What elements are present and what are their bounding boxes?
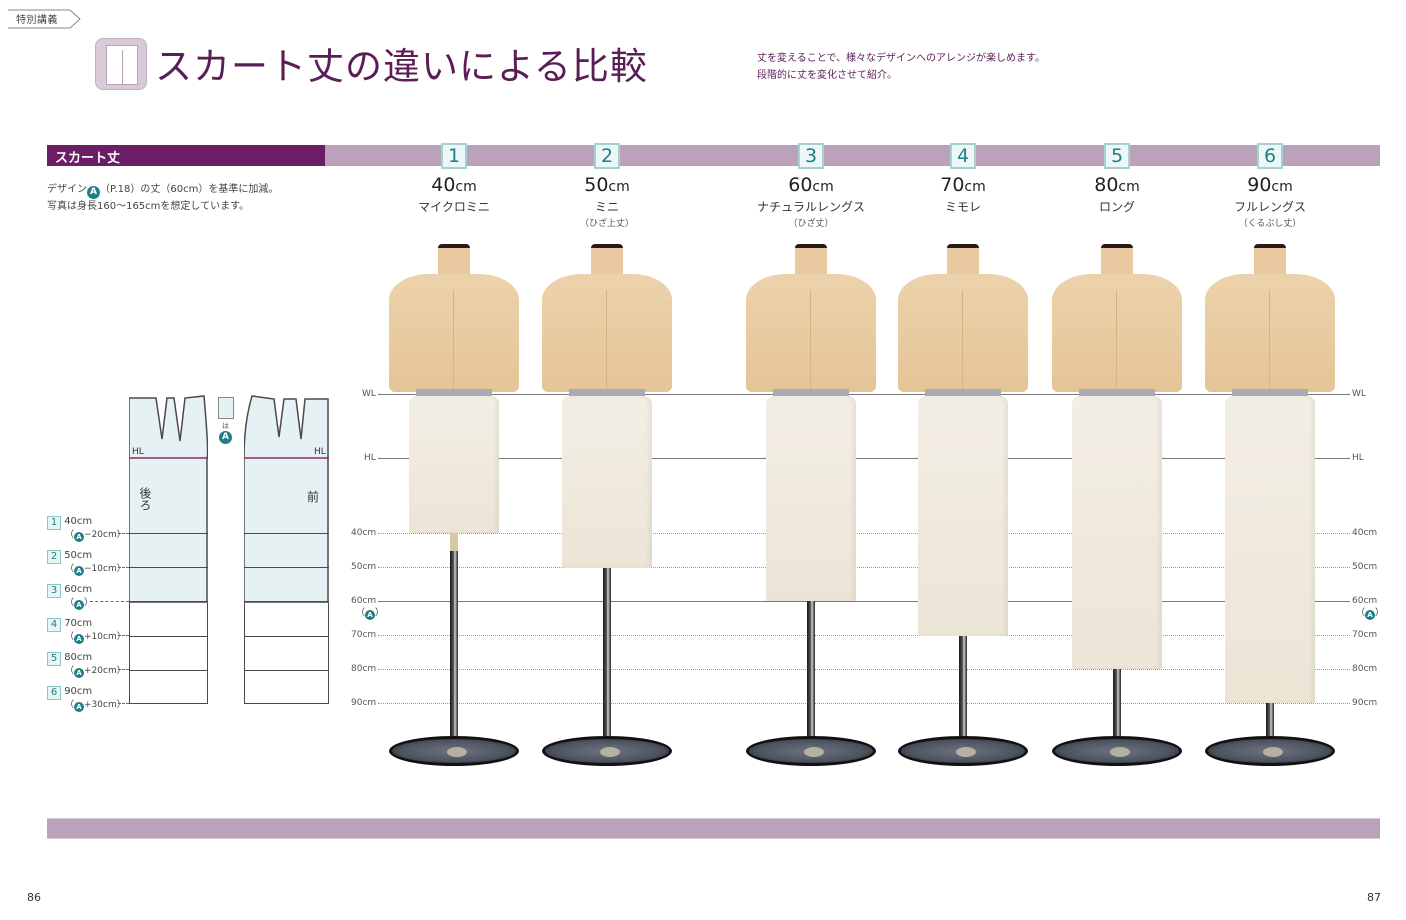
level-label-left: 40cm bbox=[351, 528, 377, 538]
column-label-5: 80cm ロング bbox=[1094, 174, 1140, 214]
page-title: スカート丈の違いによる比較 bbox=[155, 45, 648, 88]
level-label-right: 40cm bbox=[1352, 528, 1378, 538]
guide-80cm bbox=[378, 669, 1350, 670]
tag-arrow-icon bbox=[8, 9, 81, 29]
design-a-badge: A bbox=[87, 186, 100, 199]
legend-row-2: 2 50cm （A−10cm） bbox=[47, 550, 126, 576]
guide-50cm bbox=[378, 567, 1350, 568]
page-number-right: 87 bbox=[1367, 891, 1381, 904]
hl-label-right: HL bbox=[1352, 453, 1364, 463]
section-bar bbox=[47, 145, 1380, 166]
column-label-6: 90cm フルレングス （くるぶし丈） bbox=[1233, 174, 1306, 229]
wl-label-right: WL bbox=[1352, 389, 1366, 399]
column-number-5: 5 bbox=[1104, 143, 1130, 169]
pattern-front: HL 前 bbox=[244, 393, 329, 704]
level-label-left: 90cm bbox=[351, 698, 377, 708]
pattern-back: HL 後ろ bbox=[129, 393, 208, 704]
legend-row-5: 5 80cm （A+20cm） bbox=[47, 652, 126, 678]
level-label-right: 70cm bbox=[1352, 630, 1378, 640]
legend-row-3: 3 60cm （A） bbox=[47, 584, 93, 610]
front-label: 前 bbox=[307, 490, 320, 504]
legend-row-1: 1 40cm （A−20cm） bbox=[47, 516, 126, 542]
column-number-2: 2 bbox=[594, 143, 620, 169]
pattern-back-shape bbox=[129, 395, 208, 604]
column-label-1: 40cm マイクロミニ bbox=[418, 174, 490, 214]
column-number-6: 6 bbox=[1257, 143, 1283, 169]
chapter-tag-label: 特別講義 bbox=[16, 15, 58, 26]
pattern-front-shape bbox=[244, 395, 329, 604]
skirt-40cm bbox=[409, 396, 499, 533]
column-label-4: 70cm ミモレ bbox=[940, 174, 986, 214]
skirt-icon bbox=[95, 38, 147, 90]
column-label-3: 60cm ナチュラルレングス （ひざ丈） bbox=[756, 174, 865, 229]
base-marker-right: （A） bbox=[1356, 608, 1385, 620]
level-label-right: 50cm bbox=[1352, 562, 1378, 572]
legend-row-4: 4 70cm （A+10cm） bbox=[47, 618, 126, 644]
level-label-right: 60cm bbox=[1352, 596, 1378, 606]
level-label-right: 90cm bbox=[1352, 698, 1378, 708]
page-number-left: 86 bbox=[27, 891, 41, 904]
hl-label-left: HL bbox=[364, 453, 376, 463]
legend-row-6: 6 90cm （A+30cm） bbox=[47, 686, 126, 712]
waistband-piece bbox=[218, 397, 234, 419]
section-heading: スカート丈 bbox=[47, 145, 325, 166]
column-number-3: 3 bbox=[798, 143, 824, 169]
legend-leader bbox=[118, 567, 129, 568]
legend-leader bbox=[118, 669, 129, 670]
waistline-guide bbox=[378, 394, 1350, 395]
waistband-note: は bbox=[222, 422, 229, 430]
waistband-badge: A bbox=[219, 431, 232, 444]
hl-label-back: HL bbox=[132, 447, 144, 457]
guide-90cm bbox=[378, 703, 1350, 704]
legend-leader bbox=[118, 635, 129, 636]
guide-40cm bbox=[378, 533, 1350, 534]
hl-label-front: HL bbox=[314, 447, 326, 457]
back-label: 後ろ bbox=[138, 487, 152, 511]
column-number-1: 1 bbox=[441, 143, 467, 169]
level-label-left: 60cm bbox=[351, 596, 377, 606]
hipline-guide bbox=[378, 458, 1350, 459]
bottom-bar bbox=[47, 818, 1380, 839]
chapter-tag: 特別講義 bbox=[8, 8, 81, 29]
skirt-60cm bbox=[766, 396, 856, 601]
column-number-4: 4 bbox=[950, 143, 976, 169]
wl-label-left: WL bbox=[362, 389, 376, 399]
guide-60cm bbox=[378, 601, 1350, 602]
skirt-70cm bbox=[918, 396, 1008, 636]
column-label-2: 50cm ミニ （ひざ上丈） bbox=[579, 174, 634, 229]
guide-70cm bbox=[378, 635, 1350, 636]
legend-leader bbox=[90, 601, 129, 602]
skirt-50cm bbox=[562, 396, 652, 568]
skirt-90cm bbox=[1225, 396, 1315, 703]
level-label-left: 80cm bbox=[351, 664, 377, 674]
legend-leader bbox=[118, 703, 129, 704]
level-label-left: 50cm bbox=[351, 562, 377, 572]
base-marker-left: （A） bbox=[356, 608, 385, 620]
skirt-80cm bbox=[1072, 396, 1162, 669]
level-label-right: 80cm bbox=[1352, 664, 1378, 674]
legend-leader bbox=[118, 533, 129, 534]
intro-text: 丈を変えることで、様々なデザインへのアレンジが楽しめます。 段階的に丈を変化させ… bbox=[757, 53, 1045, 81]
level-label-left: 70cm bbox=[351, 630, 377, 640]
